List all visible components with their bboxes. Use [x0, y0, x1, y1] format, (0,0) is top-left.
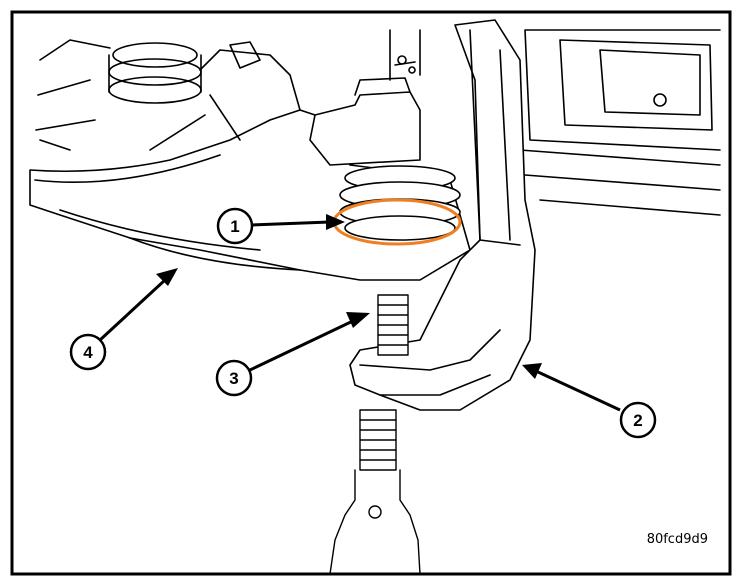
- body-panel-right: [524, 29, 721, 151]
- control-arm-edge: [34, 154, 301, 271]
- body-panel-inner: [599, 49, 701, 116]
- control-arm-body: [149, 49, 301, 151]
- callout-2-number: 2: [633, 411, 642, 430]
- coil-spring: [108, 42, 202, 104]
- callout-4-number: 4: [83, 343, 93, 362]
- frame-rail-right: [519, 149, 721, 216]
- knuckle-bolt-a: [397, 55, 407, 65]
- callout-1: 1: [216, 207, 345, 245]
- press-inner-edge: [469, 29, 521, 246]
- callout-4: 4: [69, 268, 178, 371]
- callout-2: 2: [522, 363, 657, 439]
- callout-3: 3: [215, 312, 370, 397]
- knuckle-block: [309, 91, 421, 166]
- knuckle-bolt-b: [408, 66, 416, 74]
- callout-1-number: 1: [230, 217, 239, 236]
- frame-lines-left: [35, 39, 111, 151]
- image-code: 80fcd9d9: [647, 532, 708, 547]
- illustration: [29, 19, 721, 575]
- press-lower-edge: [359, 329, 501, 396]
- arm-bolt: [229, 41, 261, 69]
- knuckle-top: [354, 77, 411, 96]
- body-bolt: [653, 93, 667, 107]
- press-screw: [329, 294, 421, 575]
- ball-joint-boot: [339, 165, 461, 241]
- callout-3-number: 3: [229, 369, 238, 388]
